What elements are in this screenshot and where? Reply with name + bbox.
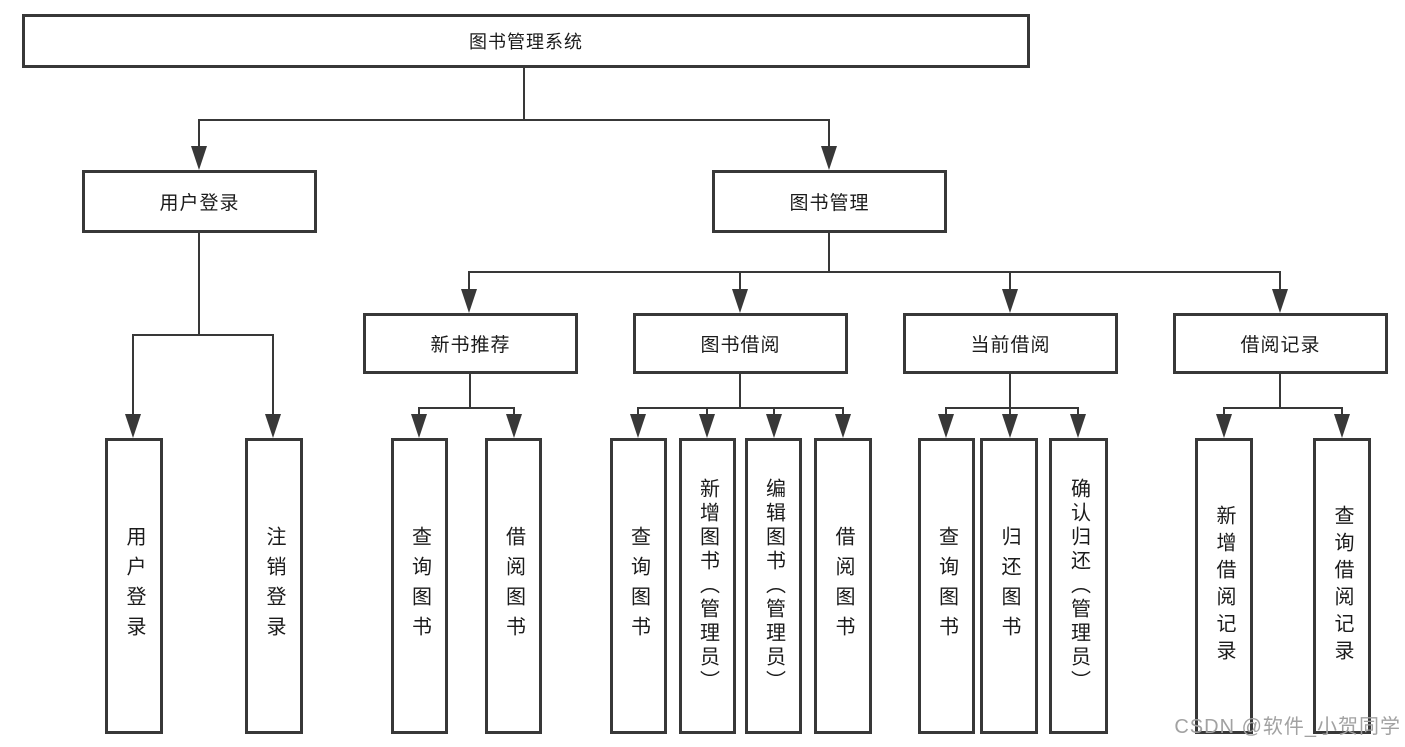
- arrowhead-down-icon: [1334, 414, 1350, 438]
- connector-line: [1223, 408, 1225, 416]
- connector-line: [739, 272, 741, 292]
- leaf-return-books-label: 归还图书: [998, 526, 1020, 646]
- connector-line: [637, 408, 639, 416]
- arrowhead-down-icon: [125, 414, 141, 438]
- connector-line: [1223, 407, 1343, 409]
- arrowhead-down-icon: [630, 414, 646, 438]
- connector-line: [1341, 408, 1343, 416]
- leaf-query-books-borrowing: 查询图书: [610, 438, 667, 734]
- leaf-query-books-recommend: 查询图书: [391, 438, 448, 734]
- leaf-add-borrow-record-label: 新增借阅记录: [1213, 505, 1235, 667]
- leaf-query-books-current: 查询图书: [918, 438, 975, 734]
- node-user-login: 用户登录: [82, 170, 317, 233]
- node-root: 图书管理系统: [22, 14, 1030, 68]
- node-new-book-recommend-label: 新书推荐: [430, 335, 511, 356]
- connector-line: [1279, 374, 1281, 409]
- connector-line: [418, 408, 420, 416]
- leaf-logout: 注销登录: [245, 438, 303, 734]
- leaf-add-books-admin-label: 新增图书（管理员）: [696, 478, 719, 694]
- leaf-query-borrow-record: 查询借阅记录: [1313, 438, 1371, 734]
- connector-line: [272, 335, 274, 415]
- connector-line: [945, 408, 947, 416]
- arrowhead-down-icon: [1002, 289, 1018, 313]
- arrowhead-down-icon: [506, 414, 522, 438]
- connector-line: [842, 408, 844, 416]
- leaf-edit-books-admin-label: 编辑图书（管理员）: [762, 478, 785, 694]
- arrowhead-down-icon: [835, 414, 851, 438]
- leaf-query-books-borrowing-label: 查询图书: [627, 526, 650, 646]
- arrowhead-down-icon: [766, 414, 782, 438]
- connector-line: [739, 374, 741, 409]
- node-borrow-records: 借阅记录: [1173, 313, 1388, 374]
- connector-line: [706, 408, 708, 416]
- connector-line: [523, 67, 525, 120]
- connector-line: [637, 407, 844, 409]
- arrowhead-down-icon: [191, 146, 207, 170]
- leaf-borrow-books-label: 借阅图书: [832, 526, 854, 646]
- connector-line: [1009, 374, 1011, 409]
- leaf-query-borrow-record-label: 查询借阅记录: [1331, 505, 1353, 667]
- arrowhead-down-icon: [938, 414, 954, 438]
- arrowhead-down-icon: [1272, 289, 1288, 313]
- leaf-confirm-return-admin: 确认归还（管理员）: [1049, 438, 1108, 734]
- connector-line: [513, 408, 515, 416]
- node-root-label: 图书管理系统: [469, 32, 583, 52]
- arrowhead-down-icon: [1002, 414, 1018, 438]
- node-new-book-recommend: 新书推荐: [363, 313, 578, 374]
- connector-line: [1077, 408, 1079, 416]
- leaf-borrow-books-recommend: 借阅图书: [485, 438, 542, 734]
- node-borrow-records-label: 借阅记录: [1240, 335, 1321, 356]
- connector-line: [773, 408, 775, 416]
- node-book-management-label: 图书管理: [789, 193, 870, 214]
- connector-line: [945, 407, 1079, 409]
- connector-line: [198, 119, 830, 121]
- connector-line: [468, 271, 1281, 273]
- node-book-management: 图书管理: [712, 170, 947, 233]
- connector-line: [132, 335, 134, 415]
- arrowhead-down-icon: [1070, 414, 1086, 438]
- node-book-borrowing: 图书借阅: [633, 313, 848, 374]
- leaf-query-books-recommend-label: 查询图书: [408, 526, 431, 646]
- csdn-watermark: CSDN @软件_小贺同学: [1174, 716, 1401, 738]
- arrowhead-down-icon: [821, 146, 837, 170]
- arrowhead-down-icon: [411, 414, 427, 438]
- leaf-borrow-books-recommend-label: 借阅图书: [502, 526, 525, 646]
- leaf-borrow-books: 借阅图书: [814, 438, 872, 734]
- connector-line: [198, 120, 200, 148]
- connector-line: [198, 233, 200, 336]
- node-user-login-label: 用户登录: [159, 193, 240, 214]
- node-current-borrowing-label: 当前借阅: [970, 335, 1051, 356]
- leaf-add-books-admin: 新增图书（管理员）: [679, 438, 736, 734]
- leaf-logout-label: 注销登录: [263, 526, 285, 646]
- arrowhead-down-icon: [1216, 414, 1232, 438]
- leaf-add-borrow-record: 新增借阅记录: [1195, 438, 1253, 734]
- connector-line: [469, 374, 471, 409]
- connector-line: [1279, 272, 1281, 292]
- connector-line: [828, 233, 830, 273]
- connector-line: [1009, 272, 1011, 292]
- node-book-borrowing-label: 图书借阅: [700, 335, 781, 356]
- leaf-user-login-label: 用户登录: [123, 526, 145, 646]
- connector-line: [1009, 408, 1011, 416]
- connector-line: [468, 272, 470, 292]
- arrowhead-down-icon: [732, 289, 748, 313]
- arrowhead-down-icon: [265, 414, 281, 438]
- leaf-query-books-current-label: 查询图书: [935, 526, 958, 646]
- connector-line: [828, 120, 830, 148]
- arrowhead-down-icon: [699, 414, 715, 438]
- connector-line: [132, 334, 274, 336]
- arrowhead-down-icon: [461, 289, 477, 313]
- node-current-borrowing: 当前借阅: [903, 313, 1118, 374]
- leaf-user-login: 用户登录: [105, 438, 163, 734]
- connector-line: [418, 407, 515, 409]
- leaf-return-books: 归还图书: [980, 438, 1038, 734]
- leaf-edit-books-admin: 编辑图书（管理员）: [745, 438, 802, 734]
- leaf-confirm-return-admin-label: 确认归还（管理员）: [1067, 478, 1090, 694]
